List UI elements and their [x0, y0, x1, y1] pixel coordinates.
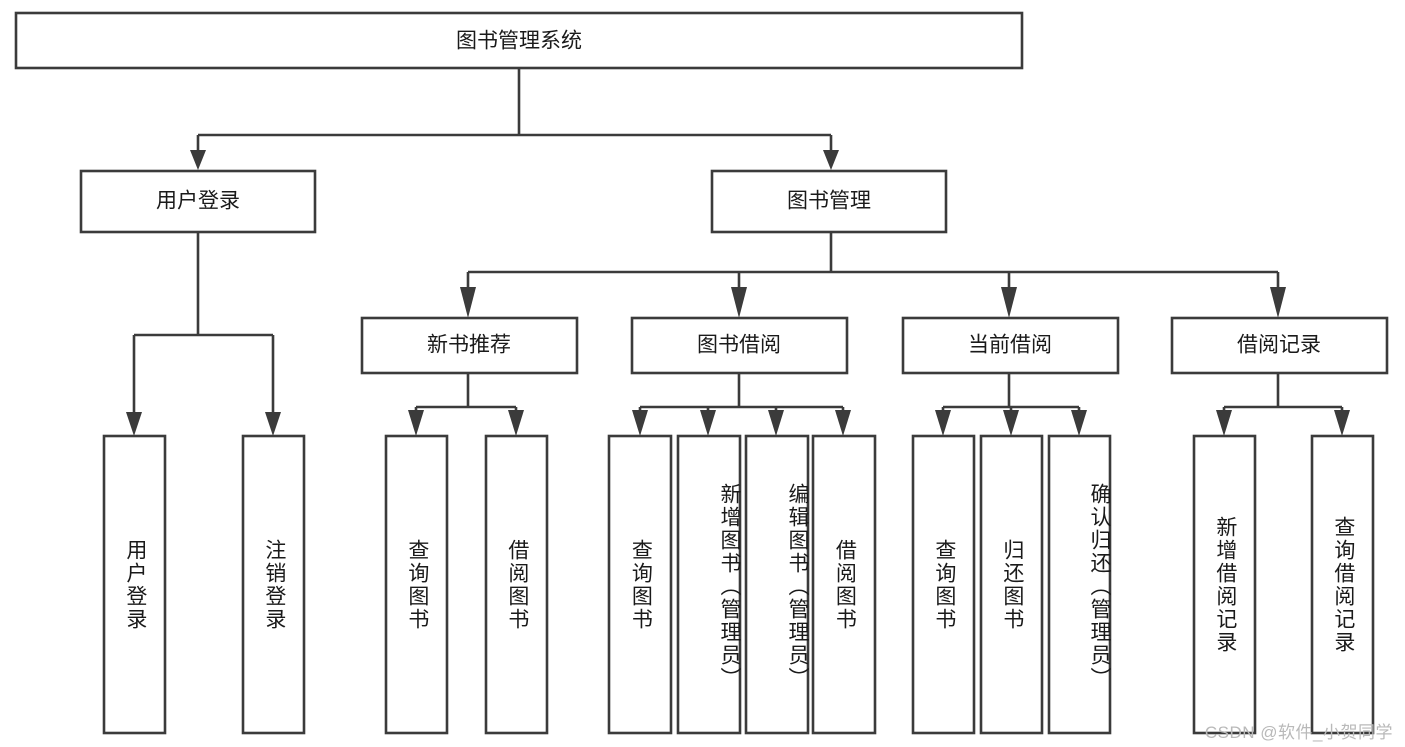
- node-borrow-record-box[interactable]: [1170, 316, 1389, 375]
- arrow-user-login-leaf-1: [265, 412, 281, 436]
- node-borrow-record[interactable]: 借阅记录: [1170, 316, 1389, 375]
- node-new-book-recommend-box[interactable]: [360, 316, 579, 375]
- arrow-current-borrow-leaf-0: [935, 410, 951, 436]
- node-book-management-box[interactable]: [710, 169, 948, 234]
- arrow-book-borrow-leaf-2: [768, 410, 784, 436]
- arrow-root-to-user-login: [190, 150, 206, 170]
- leaf-box-book-borrow-1[interactable]: [676, 434, 742, 735]
- leaf-box-new-book-1[interactable]: [484, 434, 549, 735]
- arrow-book-borrow-leaf-3: [835, 410, 851, 436]
- arrow-new-book-leaf-0: [408, 410, 424, 436]
- node-borrow-record-label: 借阅记录: [1237, 334, 1321, 357]
- node-book-borrow[interactable]: 图书借阅: [630, 316, 849, 375]
- leaf-box-book-borrow-2[interactable]: [744, 434, 810, 735]
- arrow-new-book-leaf-1: [508, 410, 524, 436]
- node-user-login-label: 用户登录: [156, 190, 240, 213]
- node-user-login-box[interactable]: [79, 169, 317, 234]
- node-current-borrow-box[interactable]: [901, 316, 1120, 375]
- leaf-box-book-borrow-0[interactable]: [607, 434, 673, 735]
- node-root-label: 图书管理系统: [456, 30, 582, 53]
- arrow-borrow-record-leaf-0: [1216, 410, 1232, 436]
- leaf-box-book-borrow-3[interactable]: [811, 434, 877, 735]
- node-root-book-system[interactable]: 图书管理系统: [14, 11, 1024, 70]
- leaf-box-borrow-record-1[interactable]: [1310, 434, 1375, 735]
- arrow-current-borrow-leaf-1: [1003, 410, 1019, 436]
- leaf-box-new-book-0[interactable]: [384, 434, 449, 735]
- arrow-book-mgmt-child-1: [731, 287, 747, 318]
- arrow-root-to-book-mgmt: [823, 150, 839, 170]
- leaf-box-current-borrow-2[interactable]: [1047, 434, 1112, 735]
- node-current-borrow-label: 当前借阅: [968, 334, 1052, 357]
- node-root-box[interactable]: [14, 11, 1024, 70]
- node-current-borrow[interactable]: 当前借阅: [901, 316, 1120, 375]
- connector-layer: [126, 68, 1350, 436]
- arrow-book-mgmt-child-2: [1001, 287, 1017, 318]
- arrow-borrow-record-leaf-1: [1334, 410, 1350, 436]
- leaf-box-user-login-0[interactable]: [102, 434, 167, 735]
- arrow-current-borrow-leaf-2: [1071, 410, 1087, 436]
- arrow-book-borrow-leaf-0: [632, 410, 648, 436]
- node-book-borrow-box[interactable]: [630, 316, 849, 375]
- leaf-box-borrow-record-0[interactable]: [1192, 434, 1257, 735]
- node-book-management[interactable]: 图书管理: [710, 169, 948, 234]
- node-new-book-recommend[interactable]: 新书推荐: [360, 316, 579, 375]
- arrow-user-login-leaf-0: [126, 412, 142, 436]
- arrow-book-borrow-leaf-1: [700, 410, 716, 436]
- node-book-borrow-label: 图书借阅: [697, 334, 781, 357]
- node-book-management-label: 图书管理: [787, 190, 871, 213]
- arrow-book-mgmt-child-3: [1270, 287, 1286, 318]
- leaf-box-current-borrow-0[interactable]: [911, 434, 976, 735]
- leaf-box-current-borrow-1[interactable]: [979, 434, 1044, 735]
- csdn-watermark: CSDN @软件_小贺同学: [1204, 723, 1393, 742]
- leaf-box-user-login-1[interactable]: [241, 434, 306, 735]
- arrow-book-mgmt-child-0: [460, 287, 476, 318]
- node-user-login[interactable]: 用户登录: [79, 169, 317, 234]
- node-new-book-recommend-label: 新书推荐: [427, 334, 511, 357]
